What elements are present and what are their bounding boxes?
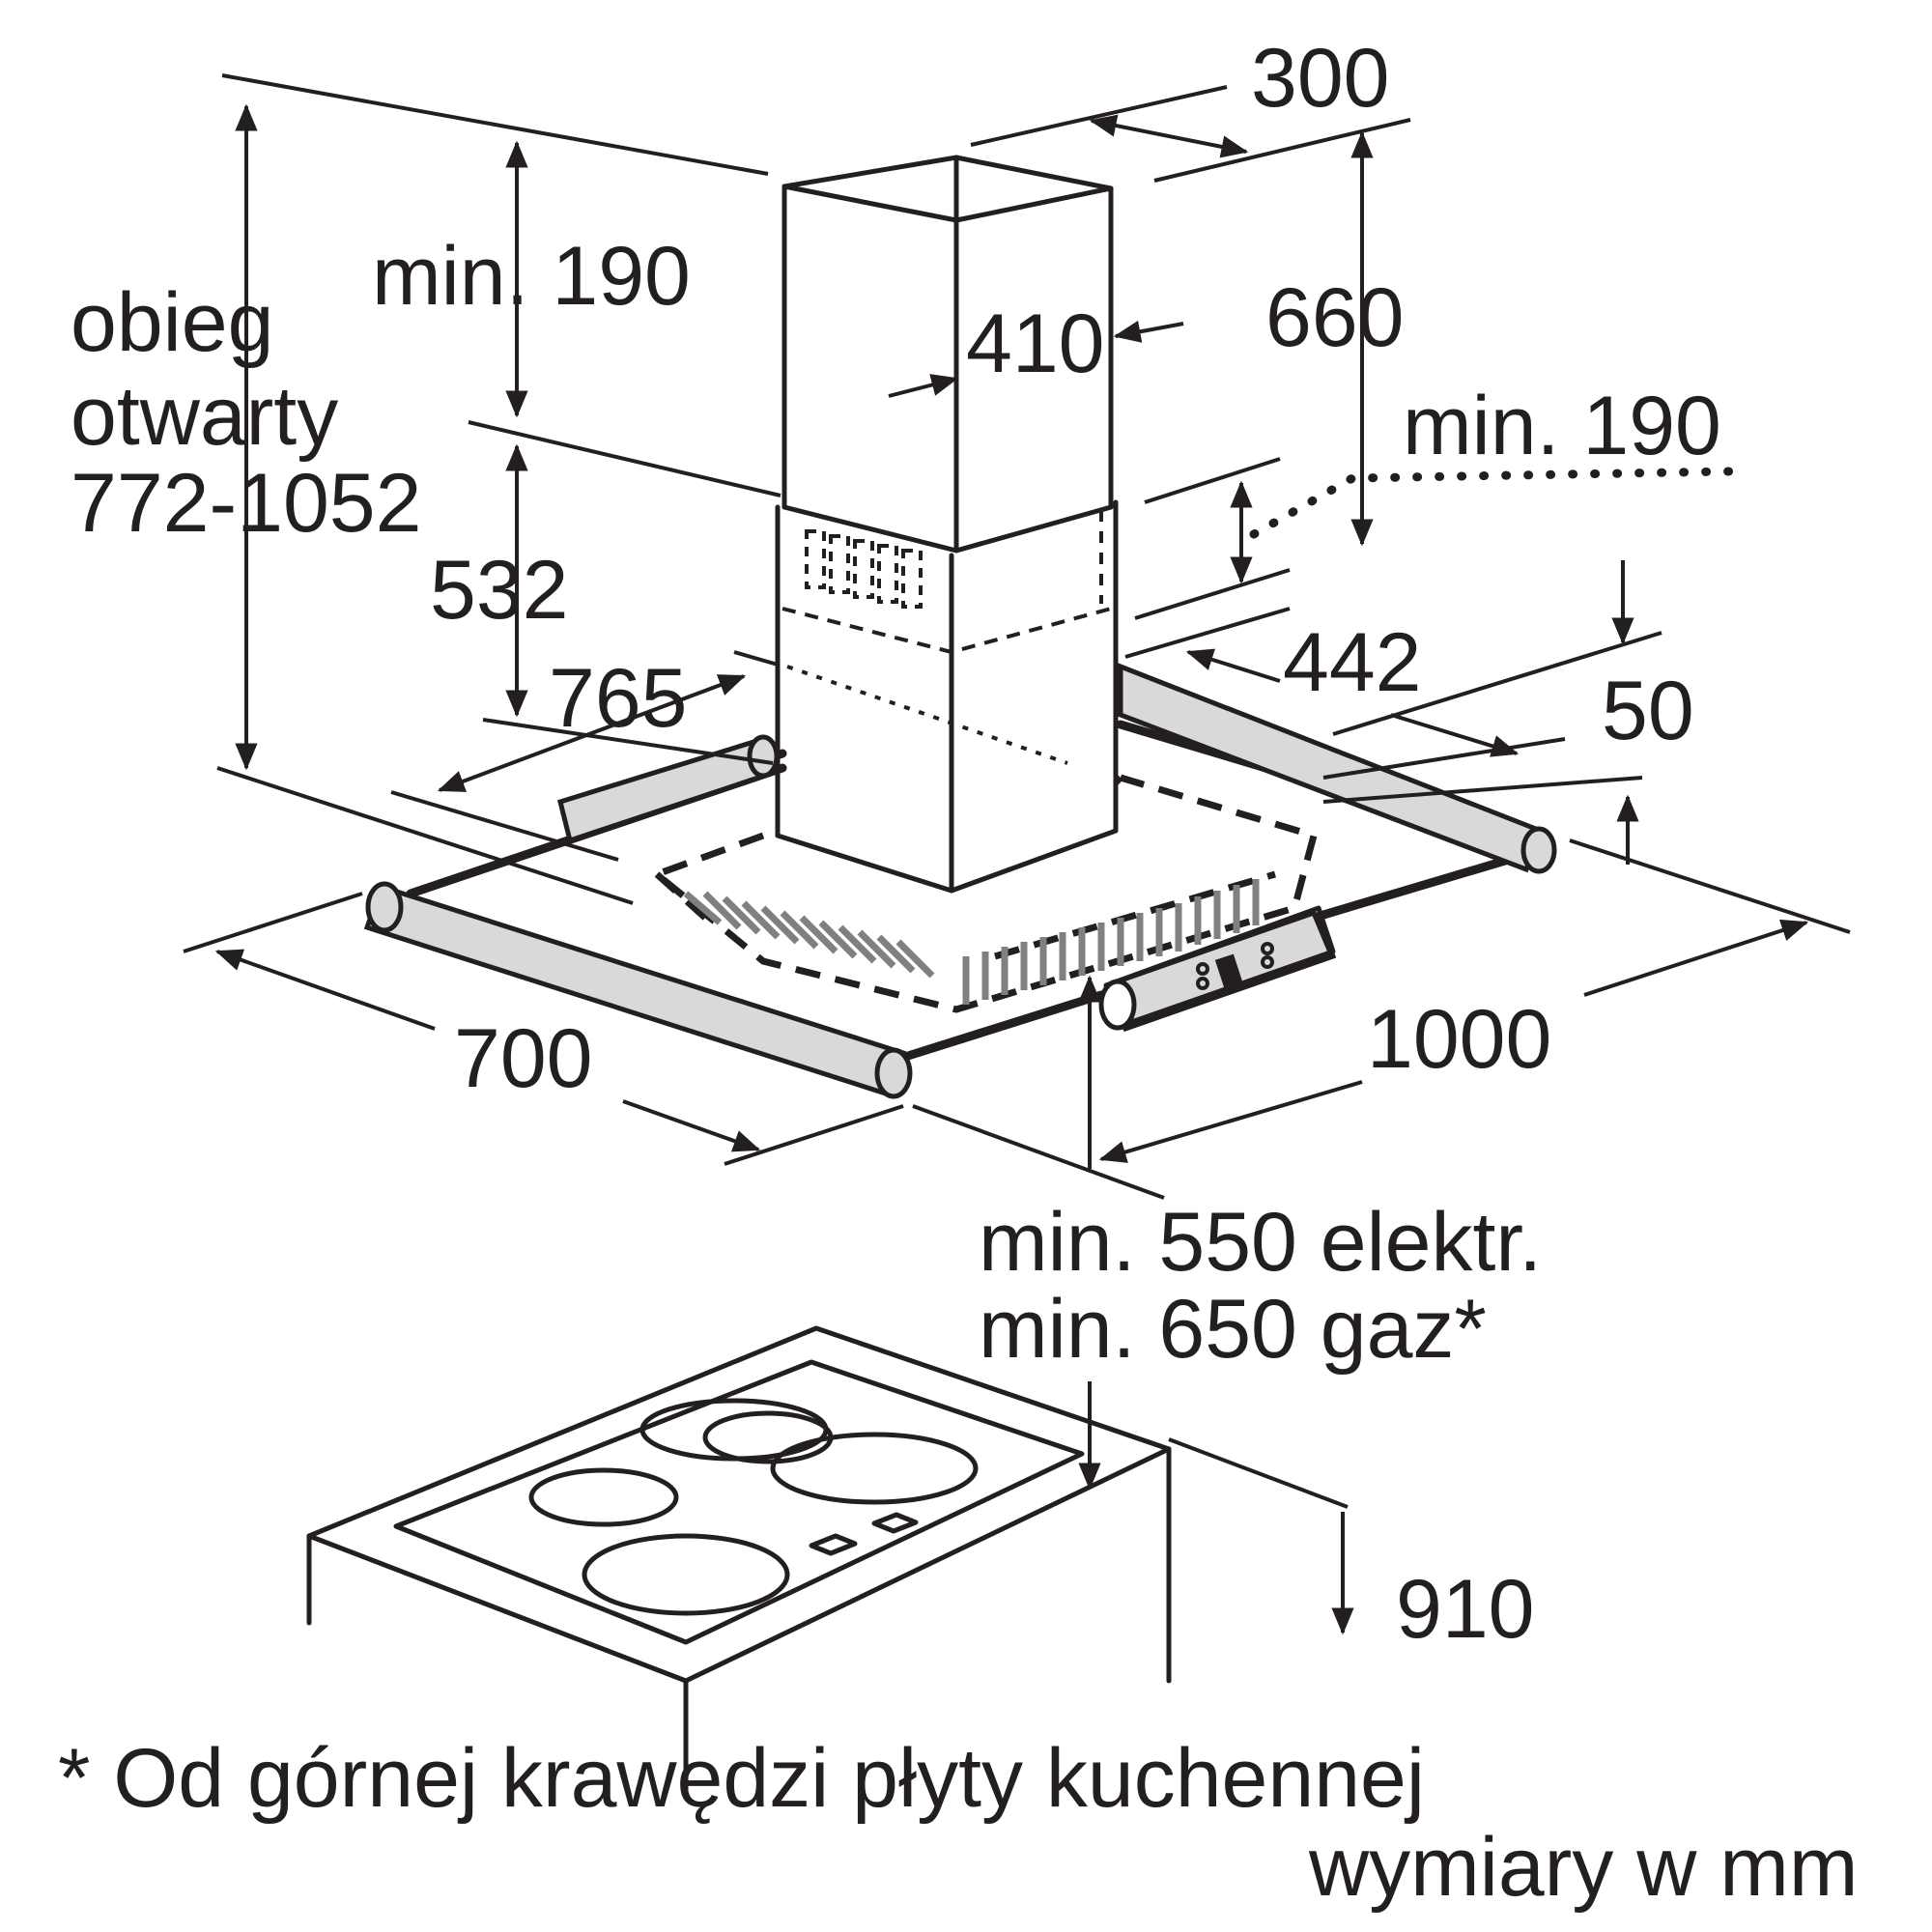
- chimney-lower: [775, 499, 1119, 894]
- footnote: * Od górnej krawędzi płyty kuchennej: [58, 1732, 1425, 1825]
- rail-right: [1118, 663, 1557, 874]
- control-panel: [1098, 905, 1337, 1033]
- label-chimney-min-right: min. 190: [1403, 380, 1721, 472]
- label-chimney-width: 300: [1251, 32, 1390, 125]
- label-hood-width: 1000: [1367, 993, 1551, 1086]
- label-inner-width: 765: [549, 652, 688, 745]
- label-inner-depth: 442: [1283, 616, 1422, 709]
- label-counter-height: 910: [1396, 1563, 1535, 1656]
- label-chimney-depth: 410: [966, 298, 1105, 390]
- rail-back: [557, 734, 780, 844]
- label-lower-height: 532: [430, 544, 569, 637]
- dimension-labels: obieg otwarty 772-1052 min. 190 300 410 …: [58, 32, 1859, 1914]
- label-open-loop-1: obieg: [71, 276, 273, 369]
- label-dist-gas: min. 650 gaz*: [979, 1283, 1487, 1376]
- label-chimney-height: 660: [1265, 271, 1405, 364]
- label-open-loop-range: 772-1052: [71, 457, 421, 550]
- label-dist-electric: min. 550 elektr.: [979, 1196, 1542, 1289]
- label-hood-thickness: 50: [1602, 665, 1694, 757]
- hood-canopy: [650, 774, 1319, 1013]
- dimension-lines: [183, 73, 1851, 1635]
- units-note: wymiary w mm: [1308, 1821, 1859, 1914]
- label-chimney-min-top: min. 190: [372, 230, 691, 323]
- rail-left: [363, 881, 913, 1099]
- label-hood-depth: 700: [454, 1012, 593, 1105]
- cooktop: [306, 1325, 1172, 1800]
- label-open-loop-2: otwarty: [71, 370, 338, 463]
